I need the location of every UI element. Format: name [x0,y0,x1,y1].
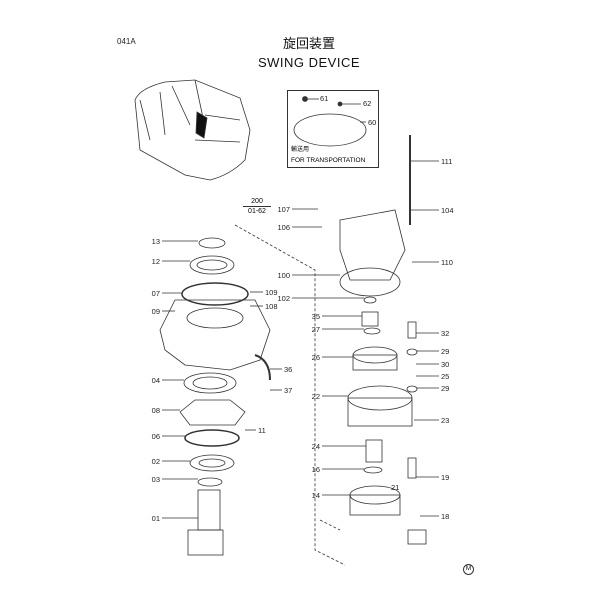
part-callout: 107 [277,205,290,214]
group-reference: 200 01-62 [243,197,271,216]
part-callout: 09 [152,307,160,316]
part-callout: 36 [284,365,292,374]
title-english: SWING DEVICE [257,55,361,70]
part-callout: 26 [312,353,320,362]
part-callout: 02 [152,457,160,466]
right-component-stack [339,135,427,545]
part-callout: 18 [441,512,449,521]
part-callout: 16 [312,465,320,474]
assembly-dash-lines [234,224,346,566]
title-japanese: 旋回装置 [282,37,335,52]
part-callout: 12 [152,257,160,266]
part-callout: 110 [441,258,453,267]
footer-mark: M [463,564,474,575]
part-callout: 01 [152,514,160,523]
part-callout: 11 [258,426,266,435]
part-callout: 37 [284,386,292,395]
inset-callout: 61 [320,94,328,103]
part-callout: 111 [441,157,452,166]
part-callout: 29 [441,384,449,393]
part-callout: 109 [265,288,278,297]
excavator-illustration [134,79,251,181]
part-callout: 08 [152,406,160,415]
part-callout: 30 [441,360,449,369]
inset-callout: 62 [363,99,371,108]
part-callout: 06 [152,432,160,441]
part-callout: 32 [441,329,449,338]
cover-plate [293,96,367,147]
part-callout: 27 [312,325,320,334]
part-callout: 23 [441,416,449,425]
part-callout: 106 [277,223,290,232]
page-code: 041A [117,37,136,46]
group-number: 200 [243,197,271,207]
part-callout: 100 [277,271,290,280]
part-callout: 19 [441,473,449,482]
part-callout: 07 [152,289,160,298]
callout-labels: 13 12 07 09 04 08 06 02 03 01 109 108 36 37 11 107 106 10… [152,157,454,523]
transportation-inset: 輸送用 FOR TRANSPORTATION [287,90,379,168]
part-callout: 04 [152,376,160,385]
part-callout: 35 [312,312,320,321]
part-callout: 108 [265,302,278,311]
group-range: 01-62 [248,208,266,215]
part-callout: 22 [312,392,320,401]
part-callout: 104 [441,206,454,215]
part-callout: 24 [312,442,320,451]
inset-callout: 60 [368,118,376,127]
part-callout: 03 [152,475,160,484]
left-component-stack [159,237,271,556]
part-callout: 25 [441,372,449,381]
part-callout: 102 [277,294,290,303]
inset-label-jp: 輸送用 [291,146,310,153]
part-callout: 29 [441,347,449,356]
inset-label-en: FOR TRANSPORTATION [291,157,366,164]
part-callout: 14 [312,491,320,500]
part-callout: 13 [152,237,160,246]
part-callout: 21 [391,483,399,492]
